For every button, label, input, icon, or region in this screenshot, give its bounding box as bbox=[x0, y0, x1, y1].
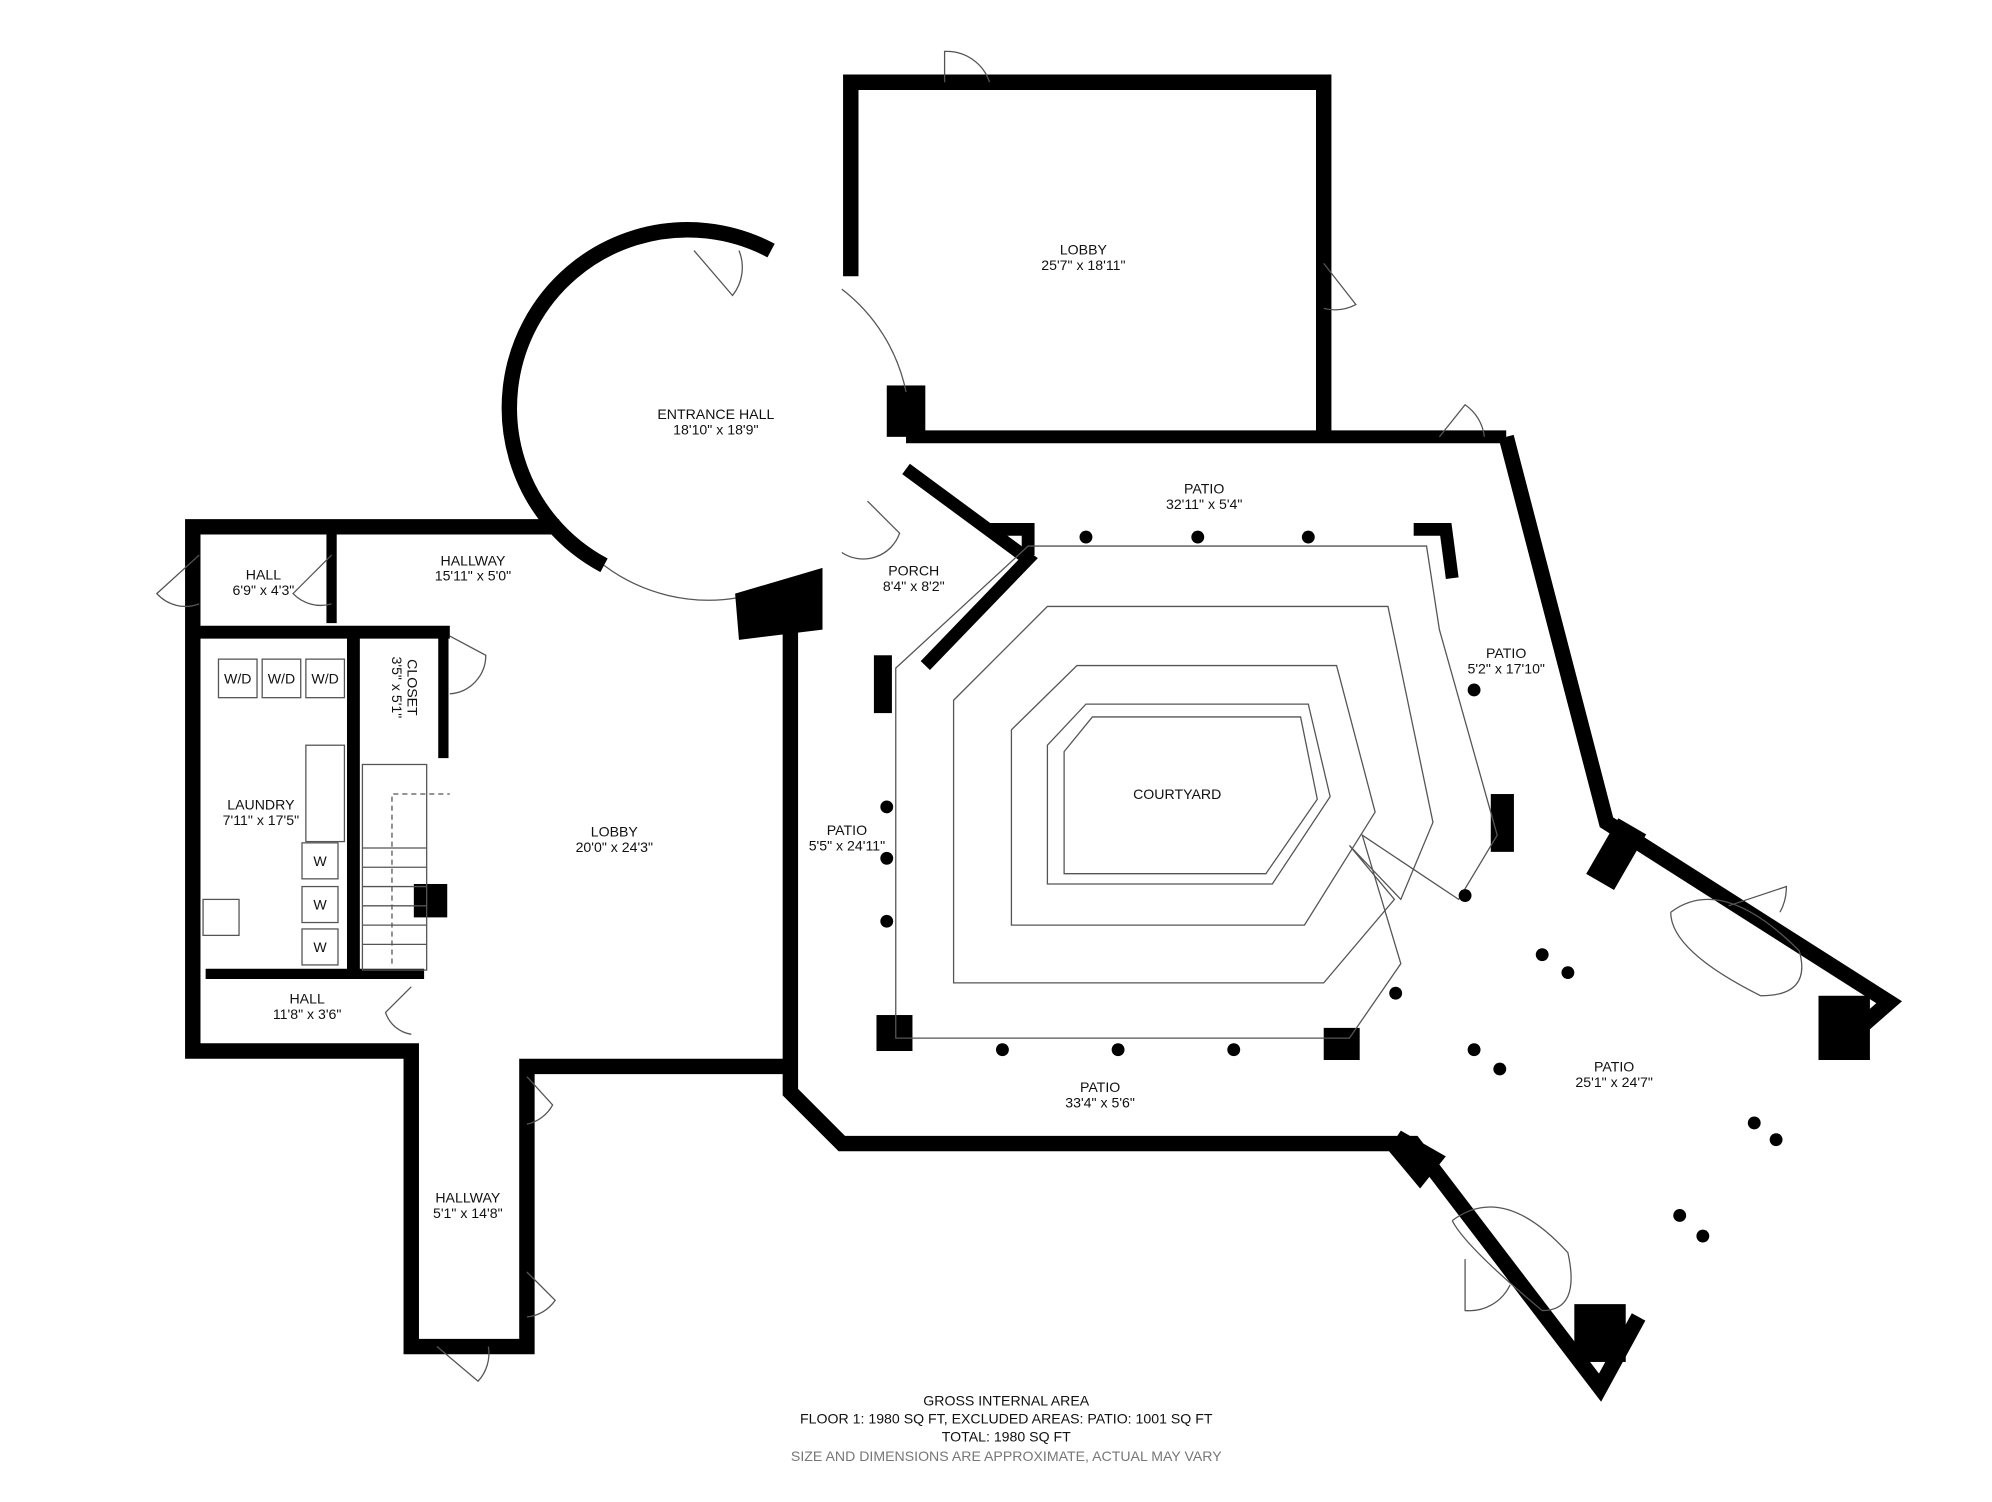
washer-dryer-label: W/D bbox=[268, 671, 295, 687]
room-dims: 5'1" x 14'8" bbox=[433, 1205, 503, 1221]
washer-label: W bbox=[313, 939, 327, 955]
washer-dryer-label: W/D bbox=[224, 671, 251, 687]
columns bbox=[880, 530, 1783, 1243]
staircase bbox=[361, 763, 450, 971]
room-name: PATIO bbox=[1594, 1059, 1634, 1075]
room-dims: 8'4" x 8'2" bbox=[883, 578, 945, 594]
room-name: PATIO bbox=[1184, 480, 1224, 496]
floor-area: FLOOR 1: 1980 SQ FT, EXCLUDED AREAS: PAT… bbox=[800, 1411, 1213, 1427]
room-name: PATIO bbox=[1080, 1079, 1120, 1095]
walls bbox=[185, 74, 1903, 1402]
sink-icon bbox=[202, 898, 240, 937]
room-name: HALLWAY bbox=[435, 1190, 500, 1206]
room-name: PATIO bbox=[1486, 645, 1526, 661]
disclaimer: SIZE AND DIMENSIONS ARE APPROXIMATE, ACT… bbox=[791, 1448, 1222, 1464]
room-dims: 6'9" x 4'3" bbox=[233, 582, 295, 598]
area-summary: GROSS INTERNAL AREA FLOOR 1: 1980 SQ FT,… bbox=[791, 1393, 1222, 1464]
room-dims: 5'5" x 24'11" bbox=[809, 838, 885, 854]
room-labels: LOBBY 25'7" x 18'11" ENTRANCE HALL 18'10… bbox=[223, 241, 1653, 1221]
room-name: HALL bbox=[246, 566, 281, 582]
room-name: HALLWAY bbox=[440, 552, 505, 568]
room-name: PATIO bbox=[827, 822, 867, 838]
room-dims: 15'11" x 5'0" bbox=[435, 568, 511, 584]
room-name: CLOSET bbox=[404, 659, 420, 716]
room-dims: 18'10" x 18'9" bbox=[673, 421, 758, 437]
washer-label: W bbox=[313, 853, 327, 869]
room-name: ENTRANCE HALL bbox=[657, 406, 774, 422]
room-dims: 3'5" x 5'1" bbox=[389, 657, 405, 719]
room-name: LAUNDRY bbox=[227, 796, 295, 812]
room-dims: 32'11" x 5'4" bbox=[1166, 496, 1242, 512]
room-dims: 33'4" x 5'6" bbox=[1065, 1095, 1135, 1111]
room-dims: 25'7" x 18'11" bbox=[1041, 257, 1125, 273]
room-dims: 5'2" x 17'10" bbox=[1467, 660, 1544, 676]
washer-label: W bbox=[313, 897, 327, 913]
room-dims: 20'0" x 24'3" bbox=[576, 839, 653, 855]
room-name: PORCH bbox=[888, 563, 939, 579]
room-dims: 25'1" x 24'7" bbox=[1575, 1074, 1652, 1090]
area-title: GROSS INTERNAL AREA bbox=[923, 1393, 1089, 1409]
room-dims: 7'11" x 17'5" bbox=[223, 812, 299, 828]
room-name: LOBBY bbox=[1060, 241, 1108, 257]
room-dims: 11'8" x 3'6" bbox=[273, 1006, 342, 1022]
room-name: LOBBY bbox=[591, 823, 639, 839]
room-name: HALL bbox=[289, 990, 324, 1006]
room-name: COURTYARD bbox=[1133, 786, 1221, 802]
doors bbox=[155, 50, 1803, 1383]
appliances: W/D W/D W/D W W W bbox=[202, 658, 346, 966]
courtyard-steps bbox=[895, 545, 1498, 1039]
washer-dryer-label: W/D bbox=[311, 671, 338, 687]
total-area: TOTAL: 1980 SQ FT bbox=[942, 1429, 1071, 1445]
